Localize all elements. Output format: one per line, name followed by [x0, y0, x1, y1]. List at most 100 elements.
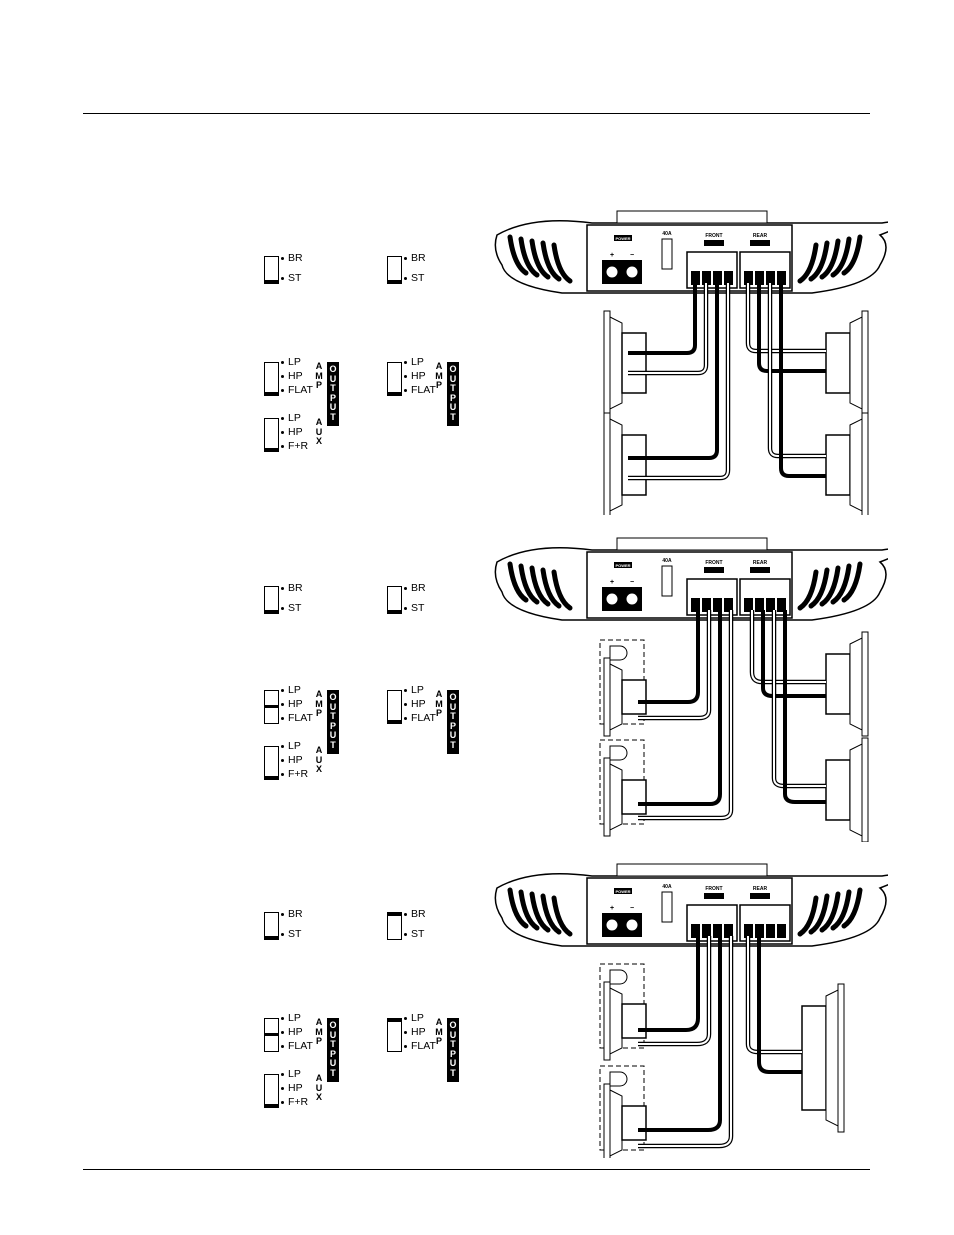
flat-label: FLAT	[411, 712, 436, 724]
wire-rear-left-neg	[638, 936, 732, 1147]
fuse-label: 40A	[662, 558, 672, 564]
flat-label: FLAT	[411, 1040, 436, 1052]
bottom-rule	[83, 1169, 870, 1170]
position-dot	[404, 389, 407, 392]
position-dot	[281, 375, 284, 378]
speaker-frame	[837, 983, 845, 1133]
heatsink-fin	[797, 242, 819, 284]
position-dot	[404, 913, 407, 916]
speaker-frame	[861, 737, 869, 842]
filter-switch-aux	[264, 1074, 279, 1108]
rear-label: REAR	[753, 886, 768, 892]
position-dot	[404, 933, 407, 936]
position-dot	[404, 277, 407, 280]
speaker-rear-right	[825, 737, 869, 842]
switch-knob	[265, 776, 278, 779]
speaker-cone	[609, 987, 623, 1055]
hp-label: HP	[288, 754, 303, 766]
front-label: FRONT	[705, 560, 722, 566]
filter-switch-amp-right	[387, 362, 402, 396]
position-dot	[281, 1017, 284, 1020]
hp-label: HP	[288, 426, 303, 438]
speaker-frame	[603, 757, 611, 837]
power-label-box	[614, 888, 632, 894]
power-terminal	[625, 592, 639, 606]
wire-front-right-neg	[757, 283, 826, 373]
position-dot	[281, 277, 284, 280]
position-dot	[281, 389, 284, 392]
position-dot	[281, 607, 284, 610]
plus-sign: +	[610, 579, 614, 586]
position-dot	[404, 607, 407, 610]
speaker-terminal	[777, 924, 786, 938]
front-label: FRONT	[705, 886, 722, 892]
speaker-terminal	[713, 924, 722, 938]
position-dot	[281, 717, 284, 720]
heatsink-fin	[830, 236, 852, 278]
heatsink-fin	[518, 889, 540, 931]
position-dot	[281, 703, 284, 706]
speaker-frame	[861, 310, 869, 416]
component-set-rear-left	[599, 1065, 647, 1158]
position-dot	[281, 933, 284, 936]
power-terminal	[605, 592, 619, 606]
fuse	[661, 238, 673, 270]
speaker-terminal	[777, 271, 786, 285]
filter-switch-amp-right	[387, 690, 402, 724]
speaker-terminal	[724, 924, 733, 938]
switch-knob	[265, 1104, 278, 1107]
speaker-magnet	[621, 1105, 647, 1141]
speaker-frame	[603, 1083, 611, 1158]
fr-label: F+R	[288, 1096, 309, 1108]
switch-knob	[265, 280, 278, 283]
filter-switch-aux	[264, 746, 279, 780]
power-terminal	[625, 265, 639, 279]
speaker-frame	[861, 412, 869, 515]
speaker-magnet	[621, 679, 647, 715]
position-dot	[281, 1045, 284, 1048]
switch-knob	[265, 1033, 278, 1036]
speaker-cone	[825, 989, 839, 1127]
position-dot	[281, 361, 284, 364]
power-label: POWER	[615, 236, 630, 241]
speaker-terminal	[724, 271, 733, 285]
heatsink-fin	[841, 561, 863, 603]
switch-knob	[265, 705, 278, 708]
heatsink-fin	[551, 242, 573, 284]
speaker-terminal	[744, 271, 753, 285]
fr-label: F+R	[288, 768, 309, 780]
front-badge	[704, 567, 724, 573]
switch-knob	[388, 610, 401, 613]
woofer	[603, 1083, 647, 1158]
position-dot	[281, 1073, 284, 1076]
st-label: ST	[411, 928, 425, 940]
speaker-terminal	[724, 598, 733, 612]
heatsink-fin	[830, 563, 852, 605]
lp-label: LP	[288, 740, 301, 752]
position-dot	[404, 689, 407, 692]
tweeter	[609, 969, 628, 985]
speaker-terminal	[691, 271, 700, 285]
tweeter	[609, 745, 628, 761]
position-dot	[404, 257, 407, 260]
wire-rear-left-neg	[638, 610, 732, 819]
flat-label: FLAT	[288, 712, 313, 724]
speaker-magnet	[825, 332, 851, 394]
lp-label: LP	[411, 356, 424, 368]
heatsink-fin	[819, 565, 841, 607]
speaker-cone	[609, 1089, 623, 1157]
wire-front-left-pos	[628, 283, 697, 355]
wire-rear-left-neg	[628, 283, 729, 479]
tweeter	[609, 1071, 628, 1087]
position-dot	[404, 1031, 407, 1034]
wire-front-left-pos	[638, 936, 700, 1032]
switch-knob	[265, 610, 278, 613]
position-dot	[404, 703, 407, 706]
st-label: ST	[411, 602, 425, 614]
br-label: BR	[288, 252, 303, 264]
